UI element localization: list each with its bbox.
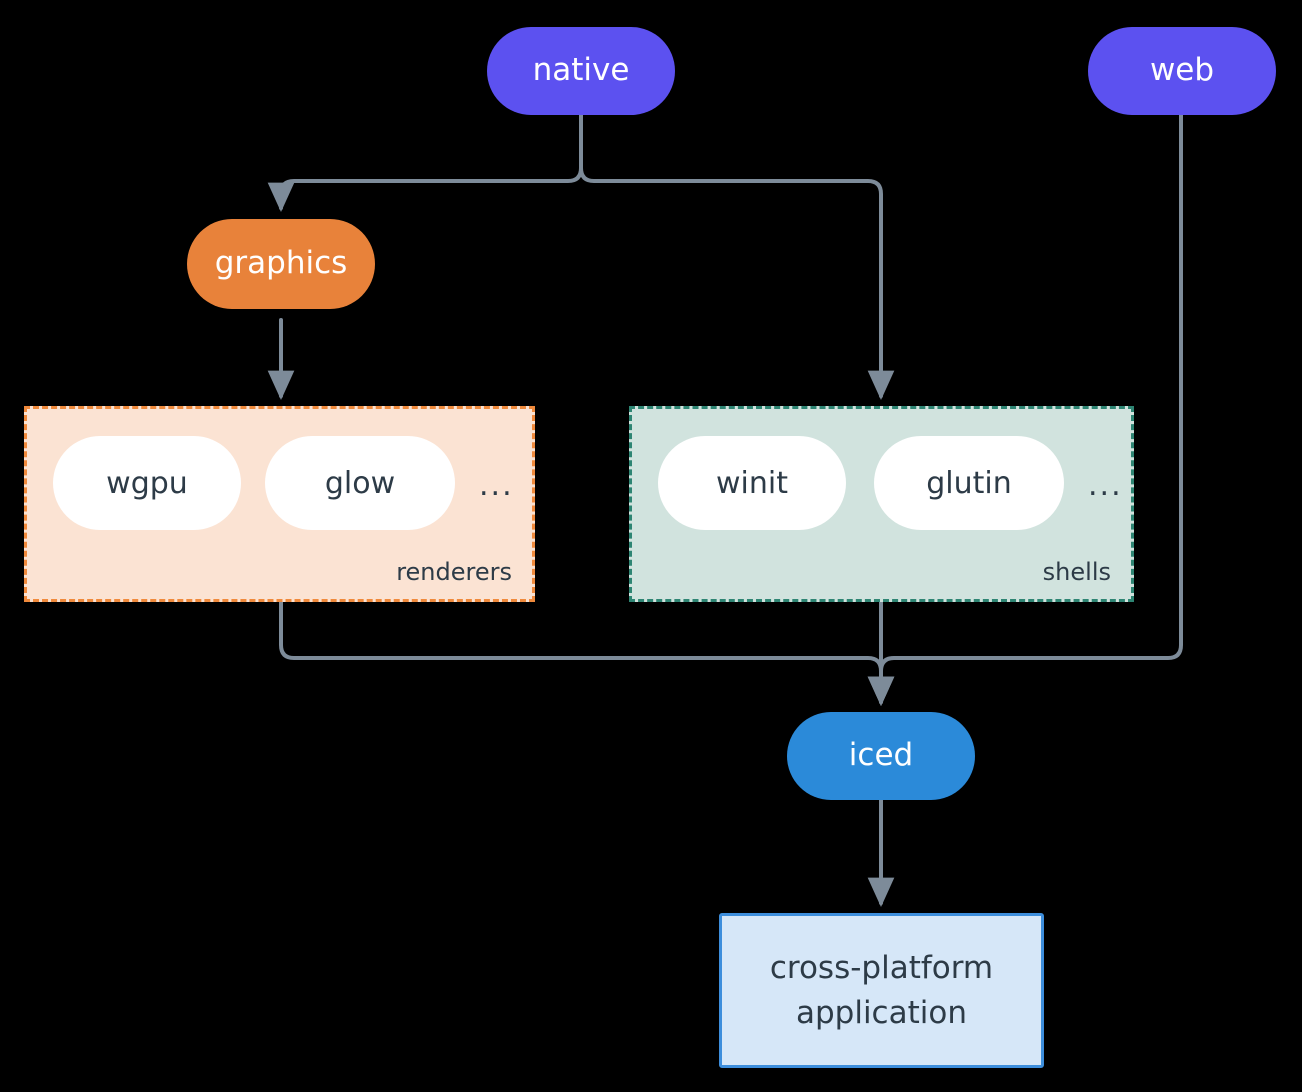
renderers-overflow-ellipsis: ... bbox=[479, 468, 514, 503]
group-shells: winit glutin ... shells bbox=[629, 406, 1134, 602]
node-graphics[interactable]: graphics bbox=[187, 219, 375, 309]
node-native[interactable]: native bbox=[487, 27, 675, 115]
node-iced[interactable]: iced bbox=[787, 712, 975, 800]
leaf-pill-wgpu-label: wgpu bbox=[106, 465, 188, 501]
edge-native-to-graphics bbox=[267, 113, 583, 212]
leaf-pill-winit[interactable]: winit bbox=[658, 436, 846, 530]
leaf-pill-glow[interactable]: glow bbox=[265, 436, 455, 530]
edge-renderers-to-iced bbox=[279, 600, 895, 706]
leaf-pill-wgpu[interactable]: wgpu bbox=[53, 436, 241, 530]
node-application[interactable]: cross-platform application bbox=[719, 913, 1044, 1068]
group-shells-label: shells bbox=[1042, 558, 1111, 586]
edge-native-to-shells bbox=[579, 113, 895, 400]
group-renderers: wgpu glow ... renderers bbox=[24, 406, 535, 602]
node-iced-label: iced bbox=[848, 737, 914, 774]
node-graphics-label: graphics bbox=[214, 245, 348, 282]
node-application-line-1: cross-platform bbox=[769, 949, 994, 986]
leaf-pill-winit-label: winit bbox=[716, 465, 788, 501]
node-native-label: native bbox=[532, 52, 630, 89]
leaf-pill-glutin[interactable]: glutin bbox=[874, 436, 1064, 530]
node-web-label: web bbox=[1149, 52, 1215, 89]
leaf-pill-glutin-label: glutin bbox=[926, 465, 1012, 501]
leaf-pill-glow-label: glow bbox=[324, 465, 396, 501]
group-renderers-label: renderers bbox=[396, 558, 512, 586]
shells-overflow-ellipsis: ... bbox=[1088, 468, 1123, 503]
node-application-line-2: application bbox=[795, 994, 967, 1031]
node-application-text: cross-platform application bbox=[770, 946, 993, 1036]
node-web[interactable]: web bbox=[1088, 27, 1276, 115]
